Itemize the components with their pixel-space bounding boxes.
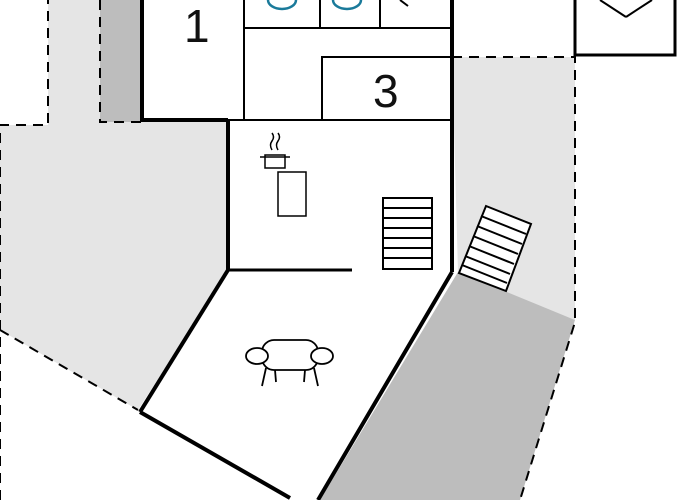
dark-strip-bottom xyxy=(320,272,575,500)
staircase-icon xyxy=(382,197,433,270)
dashed-boundaries xyxy=(0,0,576,500)
dark-strip-top xyxy=(100,0,142,122)
terrace-left xyxy=(0,0,228,500)
wall-room-1 xyxy=(140,0,228,122)
room-label-3: 3 xyxy=(373,65,399,117)
dark-terraces xyxy=(100,0,575,500)
top-fixtures xyxy=(266,0,409,28)
interior-floor xyxy=(140,0,452,500)
void-cross-icon xyxy=(573,0,677,57)
stove-pot-icon xyxy=(260,132,307,217)
room-3 xyxy=(228,56,452,121)
exterior-staircase-icon xyxy=(457,204,533,293)
armchair-icon xyxy=(245,339,334,387)
sink-icon xyxy=(331,0,363,11)
terrace-top-right xyxy=(575,0,679,57)
sink-icon xyxy=(266,0,298,11)
room-label-1: 1 xyxy=(184,0,210,52)
walls xyxy=(138,0,454,500)
